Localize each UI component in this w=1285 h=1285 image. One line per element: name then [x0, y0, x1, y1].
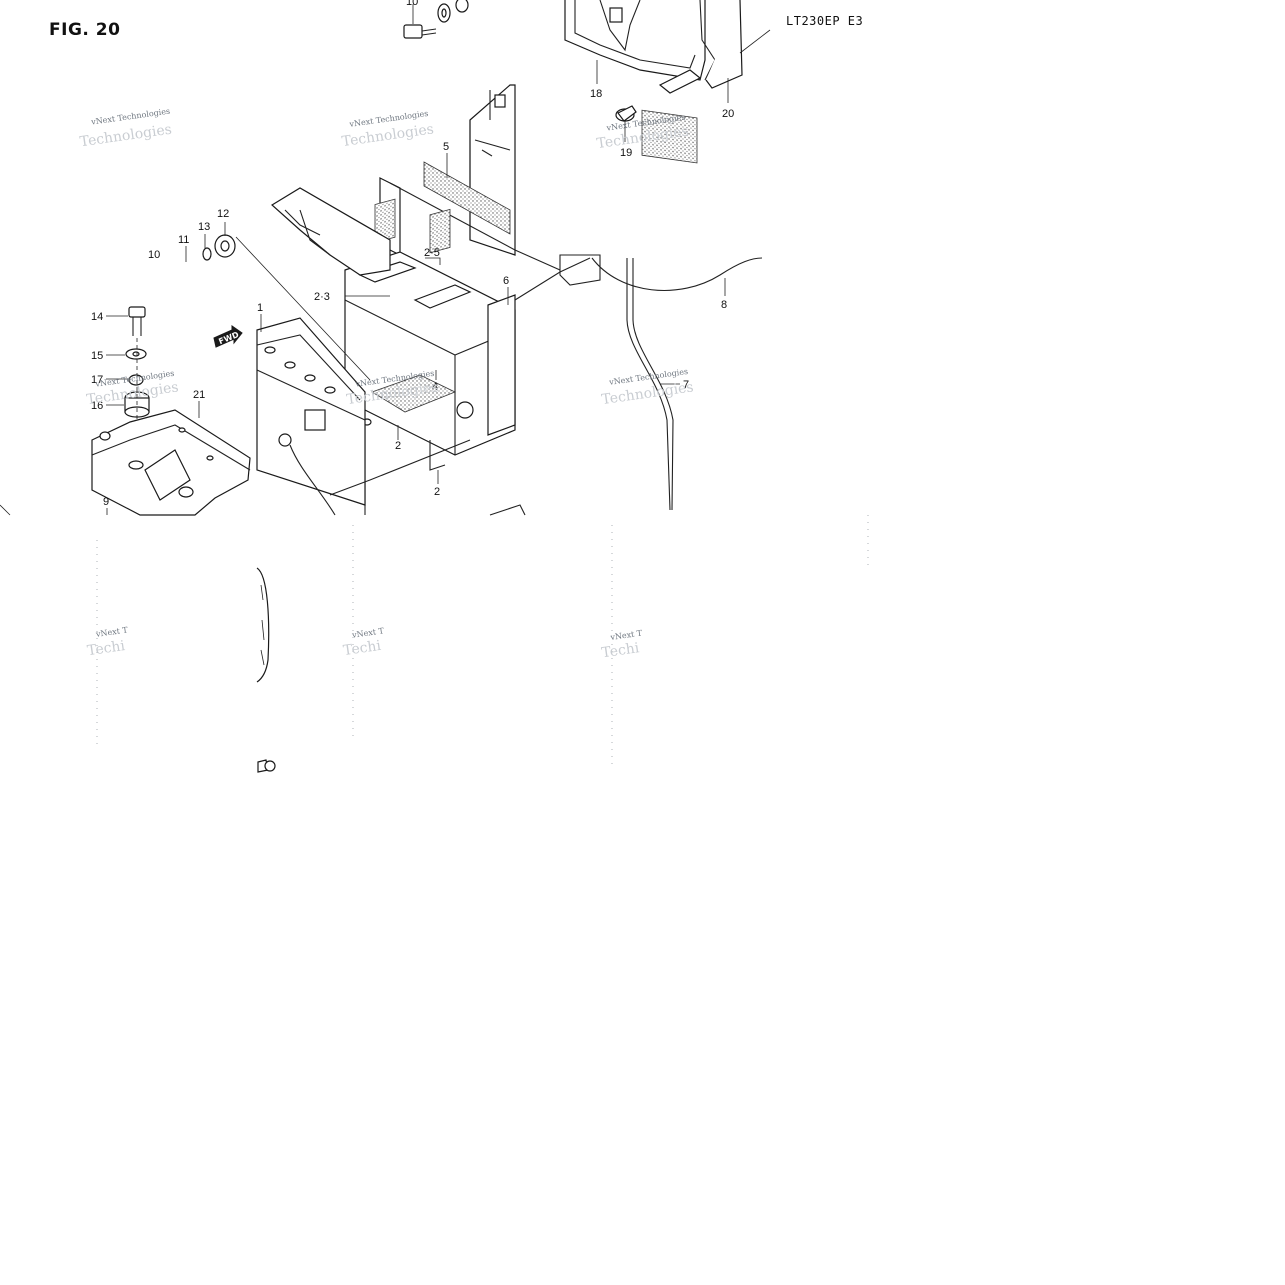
grommet-12-icon	[214, 222, 236, 258]
callout-2-3: 2·3	[314, 291, 330, 303]
bolt-10-top-icon	[403, 4, 437, 39]
fwd-label: FWD	[217, 330, 240, 346]
washer-15-icon	[106, 348, 147, 360]
svg-text:Techi: Techi	[601, 640, 641, 661]
callout-17: 17	[91, 374, 103, 386]
leader-2-5	[425, 257, 441, 265]
callout-11: 11	[178, 234, 189, 246]
callout-14: 14	[91, 311, 103, 323]
lead-wire-7-icon	[626, 258, 680, 511]
callout-10: 10	[148, 249, 160, 261]
cable-end	[489, 504, 526, 516]
cable-lower	[329, 439, 471, 496]
callout-13: 13	[198, 221, 210, 233]
callout-21: 21	[193, 389, 205, 401]
scan-noise	[96, 515, 869, 765]
callout-12: 12	[217, 208, 229, 220]
watermark-2: Technologies vNext Technologies	[341, 109, 435, 150]
lead-wire-8-icon	[591, 257, 763, 296]
mounting-bracket-icon	[91, 401, 251, 516]
svg-text:vNext T: vNext T	[94, 625, 128, 639]
svg-text:Techi: Techi	[342, 638, 382, 659]
callout-10-top: 10	[406, 0, 418, 8]
callout-15: 15	[91, 350, 103, 362]
washer-13-icon	[202, 234, 212, 261]
callout-20: 20	[722, 108, 734, 120]
regulator-bracket-icon	[564, 0, 743, 164]
battery-holder-icon	[344, 177, 516, 515]
callout-8: 8	[721, 299, 727, 311]
washer-top-icon	[437, 0, 469, 23]
watermark-1: Technologies vNext Technologies	[79, 107, 173, 151]
callout-2-b: 2	[434, 486, 440, 498]
callout-19: 19	[620, 147, 632, 159]
callout-6: 6	[503, 275, 509, 287]
svg-text:Techi: Techi	[86, 638, 126, 659]
watermark-6: Technologies vNext Technologies	[601, 367, 695, 408]
battery-1-icon	[256, 317, 366, 516]
callout-4: 4	[432, 381, 438, 393]
connector-box	[559, 254, 601, 286]
callout-16: 16	[91, 400, 103, 412]
watermark-7: Techi vNext T	[86, 625, 129, 659]
edge-line	[0, 504, 11, 516]
svg-text:vNext T: vNext T	[609, 629, 643, 643]
callout-9: 9	[103, 496, 109, 508]
battery-cover-icon	[270, 187, 391, 276]
figure-title: FIG. 20	[49, 20, 121, 40]
callout-2-a: 2	[395, 440, 401, 452]
rubber-plate-5-icon	[423, 161, 511, 235]
assembly-line	[235, 236, 371, 381]
fwd-arrow-icon: FWD	[213, 325, 243, 348]
watermark-8: Techi vNext T	[342, 626, 385, 659]
callout-1: 1	[257, 302, 263, 314]
callout-7: 7	[683, 379, 689, 391]
wire-link	[514, 257, 591, 301]
callout-2-5: 2·5	[424, 247, 440, 259]
nut-17-icon	[106, 374, 144, 386]
watermark-9: Techi vNext T	[601, 629, 644, 662]
callout-5: 5	[443, 141, 449, 153]
lower-fragment-icon	[256, 567, 276, 773]
model-code: LT230EP E3	[786, 14, 864, 28]
screw-19-icon	[615, 105, 637, 142]
wire-link-b	[514, 249, 561, 271]
leader-model	[739, 29, 771, 54]
bolt-14-icon	[106, 306, 146, 336]
callout-18: 18	[590, 88, 602, 100]
svg-text:vNext T: vNext T	[351, 626, 385, 640]
